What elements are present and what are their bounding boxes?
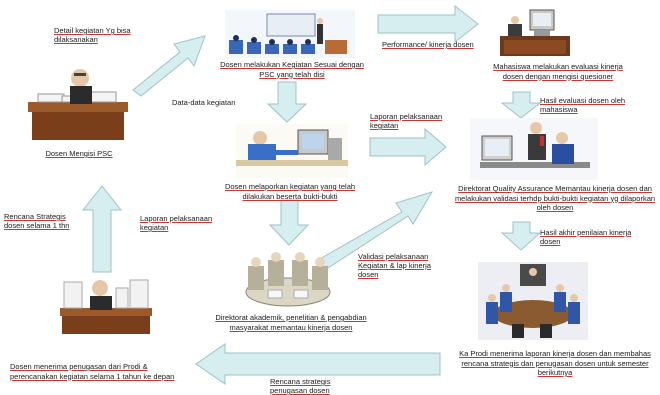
- student-desk-illustration: [500, 6, 570, 58]
- lecturer-assignment-illustration: [58, 274, 154, 336]
- caption-top-right: Mahasiswa melakukan evaluasi kinerja dos…: [493, 62, 623, 81]
- label-rencana-bottom: Rencana strategis penugasan dosen: [270, 377, 331, 395]
- prodi-boardroom-illustration: [478, 262, 588, 340]
- arrow-validasi: [317, 191, 434, 271]
- arrow-hasil-evaluasi: [500, 91, 542, 119]
- arrow-detail: [132, 35, 206, 97]
- label-laporan-left: Laporan pelaksanaan kegiatan: [140, 214, 213, 232]
- arrow-hasil-akhir: [500, 221, 542, 251]
- seminar-illustration: [225, 10, 355, 58]
- arrow-laporan-top: [369, 127, 447, 167]
- label-performance: Performance/ kinerja dosen: [382, 40, 474, 49]
- caption-left-mid: Dosen Mengisi PSC: [45, 149, 113, 158]
- label-validasi: Validasi pelaksanaan Kegiatan & lap kine…: [358, 252, 431, 279]
- lecturer-report-illustration: [236, 124, 348, 178]
- caption-bottom-left: Dosen menerima penugasan dari Prodi & pe…: [10, 362, 175, 381]
- arrow-performance: [377, 4, 479, 44]
- caption-center-mid: Dosen melaporkan kegiatan yang telah dil…: [224, 182, 356, 201]
- label-hasil-evaluasi: Hasil evaluasi dosen oleh mahasiswa: [540, 96, 626, 114]
- label-hasil-akhir: Hasil akhir penilaian kinerja dosen: [540, 228, 632, 246]
- label-laporan-top: Laporan pelaksanaan kegiatan: [370, 112, 443, 130]
- label-data-kegiatan: Data-data kegiatan: [172, 98, 236, 107]
- caption-bottom-right: Ka Prodi menerima laporan kinerja dosen …: [459, 349, 651, 377]
- qa-illustration: [470, 118, 598, 180]
- lecturer-psc-illustration: [22, 66, 132, 142]
- caption-top-center: Dosen melakukan Kegiatan Sesuai dengan P…: [220, 60, 364, 79]
- caption-center-bottom: Direktorat akademik, penelitian & pengab…: [215, 313, 367, 332]
- arrow-data-kegiatan: [266, 81, 308, 123]
- caption-right-mid: Direktorat Quality Assurance Memantau ki…: [454, 184, 656, 212]
- directorate-meeting-illustration: [238, 252, 338, 310]
- arrow-laporan-left: [268, 199, 310, 246]
- label-detail: Detail kegiatan Yg bisa dilaksanakan: [54, 26, 131, 44]
- arrow-rencana-left: [81, 185, 123, 273]
- label-rencana-left: Rencana Strategis dosen selama 1 thn: [4, 212, 70, 230]
- arrow-rencana-bottom: [195, 343, 441, 385]
